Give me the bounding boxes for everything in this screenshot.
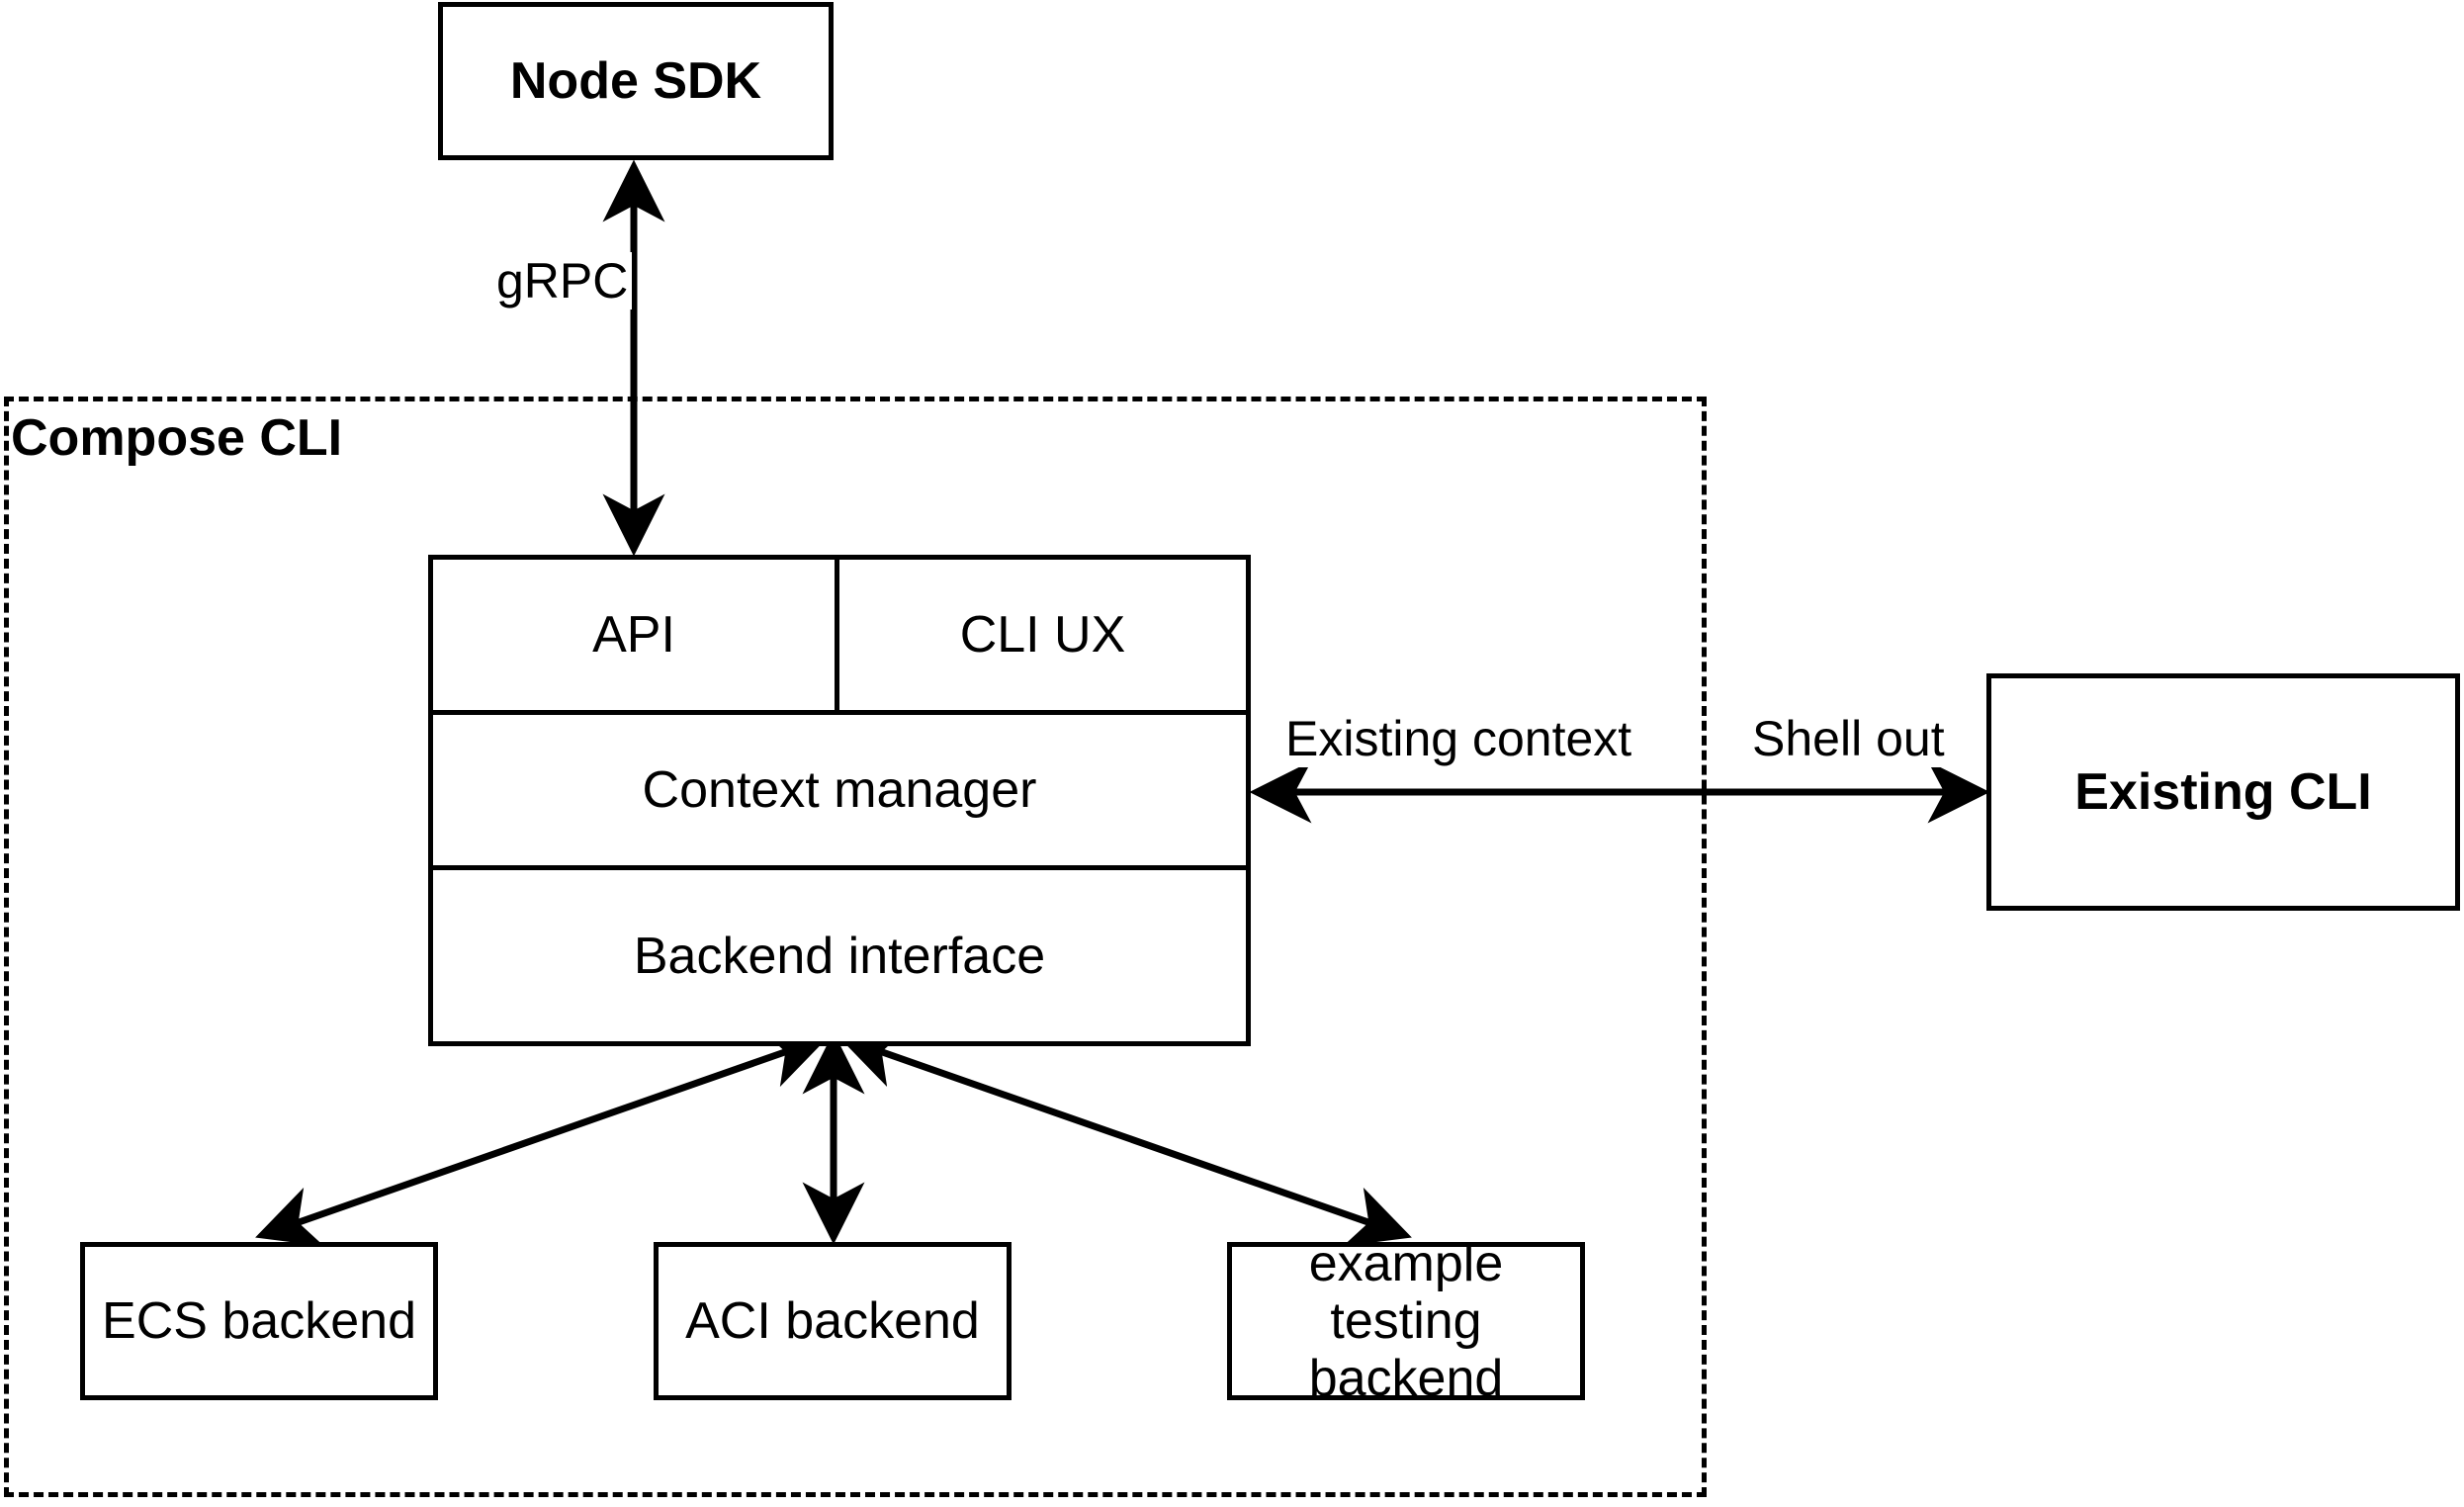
node-example-testing-backend-label-line1: example testing	[1308, 1234, 1504, 1350]
node-backend-interface-label: Backend interface	[633, 927, 1046, 985]
stack-row-backend-interface: Backend interface	[433, 870, 1246, 1041]
node-ecs-backend-label: ECS backend	[102, 1291, 416, 1350]
stack-row-api-cliux: API CLI UX	[433, 560, 1246, 715]
stack-row-context-manager: Context manager	[433, 715, 1246, 870]
node-context-manager[interactable]: Context manager	[433, 715, 1246, 865]
edge-label-existing-context: Existing context	[1281, 710, 1636, 767]
node-api-label: API	[592, 606, 675, 664]
edge-backend-to-ecs	[255, 1027, 829, 1247]
node-existing-cli[interactable]: Existing CLI	[1986, 673, 2460, 911]
edge-backend-to-example	[838, 1027, 1412, 1247]
edge-label-grpc: gRPC	[492, 252, 633, 310]
node-api[interactable]: API	[433, 560, 839, 710]
node-aci-backend-label: ACI backend	[685, 1291, 980, 1350]
node-example-testing-backend-label-line2: backend	[1308, 1350, 1504, 1408]
node-ecs-backend[interactable]: ECS backend	[80, 1242, 438, 1400]
compose-cli-stack: API CLI UX Context manager Backend inter…	[428, 555, 1251, 1046]
edge-label-shell-out: Shell out	[1748, 710, 1949, 767]
node-existing-cli-label: Existing CLI	[2074, 762, 2372, 821]
node-node-sdk[interactable]: Node SDK	[438, 2, 834, 160]
node-node-sdk-label: Node SDK	[509, 51, 762, 110]
node-aci-backend[interactable]: ACI backend	[654, 1242, 1012, 1400]
compose-cli-boundary-label: Compose CLI	[11, 409, 343, 467]
node-cli-ux-label: CLI UX	[959, 606, 1126, 664]
node-backend-interface[interactable]: Backend interface	[433, 870, 1246, 1041]
node-context-manager-label: Context manager	[642, 761, 1037, 819]
compose-cli-boundary	[4, 397, 1707, 1497]
node-cli-ux[interactable]: CLI UX	[839, 560, 1246, 710]
node-example-testing-backend[interactable]: example testing backend	[1227, 1235, 1585, 1407]
